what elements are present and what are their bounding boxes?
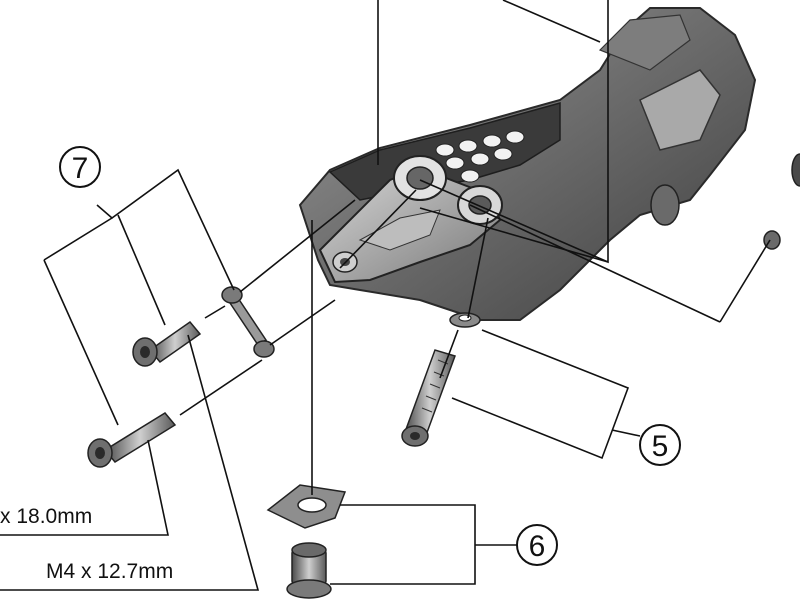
callout-6-label: 6 (529, 530, 546, 563)
dimension-label-long-bolt: x 18.0mm (0, 505, 92, 528)
part-7-pin (221, 286, 275, 358)
side-screw (763, 153, 800, 250)
callout-7: 7 (59, 146, 101, 188)
callout-5-label: 5 (652, 430, 669, 463)
part-5-bolt (401, 349, 456, 447)
part-6-plate (266, 484, 347, 529)
dimension-label-short-bolt: M4 x 12.7mm (46, 560, 173, 583)
callout-6: 6 (516, 524, 558, 566)
part-6-bolt (286, 542, 332, 599)
perforation-holes (435, 130, 525, 183)
part-7-bolt-upper (132, 320, 202, 367)
part-7-bolt-lower (87, 412, 177, 468)
callout-7-label: 7 (72, 152, 89, 185)
callout-5: 5 (639, 424, 681, 466)
assembly-lines (0, 0, 771, 591)
part-5-washer (449, 312, 481, 328)
